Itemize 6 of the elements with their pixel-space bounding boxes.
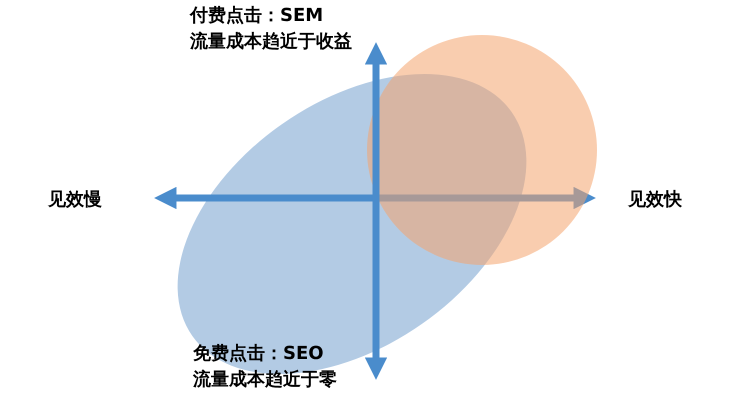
axis-label: 付费点击：SEM <box>190 4 324 28</box>
axis-label: 免费点击：SEO <box>193 342 324 366</box>
axis-label: 流量成本趋近于零 <box>193 368 337 392</box>
axis-label: 见效快 <box>628 188 682 212</box>
axis-label: 流量成本趋近于收益 <box>190 30 352 54</box>
axis-label: 见效慢 <box>48 188 102 212</box>
